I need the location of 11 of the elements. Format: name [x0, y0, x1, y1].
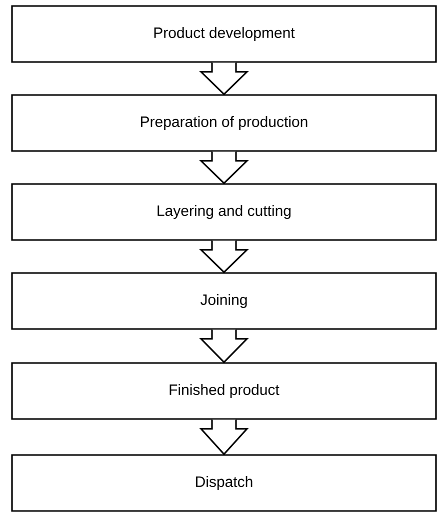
- block-arrow: [199, 419, 249, 456]
- process-box: Preparation of production: [11, 94, 437, 152]
- process-box: Dispatch: [11, 454, 437, 512]
- process-box: Layering and cutting: [11, 183, 437, 241]
- block-arrow: [199, 329, 249, 364]
- process-box: Joining: [11, 272, 437, 330]
- process-box: Product development: [11, 5, 437, 63]
- block-arrow: [199, 62, 249, 96]
- block-arrow: [199, 240, 249, 274]
- process-box: Finished product: [11, 362, 437, 420]
- block-arrow: [199, 151, 249, 184]
